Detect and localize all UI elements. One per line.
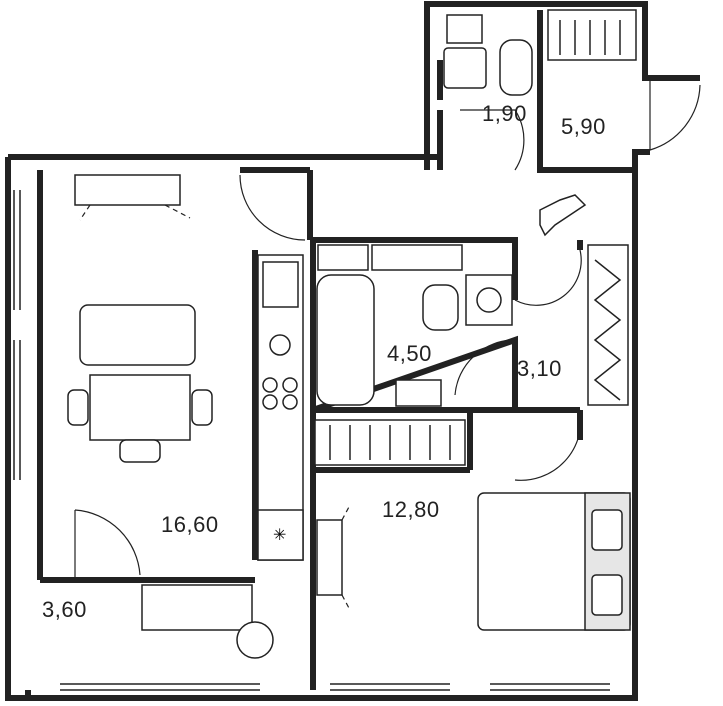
room-area-balcony: 3,60: [42, 597, 87, 622]
window-bottom: [60, 683, 610, 691]
kitchen-door: [239, 174, 306, 241]
kitchen-sink: [262, 261, 299, 308]
fridge: [257, 509, 304, 561]
bath-toilet: [422, 284, 459, 331]
balcony-table: [236, 621, 274, 659]
wc-wall: [437, 10, 635, 173]
wc-sink: [443, 47, 487, 89]
window-left: [13, 190, 21, 480]
room-area-living-kitchen: 16,60: [161, 512, 219, 537]
kitchen-wall: [240, 167, 313, 240]
bath-shelf: [317, 244, 369, 271]
bedroom-wall: [252, 250, 580, 690]
corridor-door: [454, 339, 516, 396]
sofa: [79, 304, 196, 366]
bathroom-door: [514, 249, 582, 306]
pet-icon: [539, 194, 587, 237]
room-area-wc: 1,90: [482, 101, 527, 126]
wardrobe-hall: [547, 9, 637, 61]
room-area-hall: 5,90: [561, 114, 606, 139]
wardrobe-corridor: [587, 244, 629, 406]
wc-cabinet: [446, 14, 483, 44]
tv-stand-bedroom: [316, 519, 343, 596]
wc-door: [460, 109, 525, 171]
dining-table: [89, 374, 191, 441]
balcony-door: [74, 509, 141, 578]
bath-sink: [395, 379, 442, 407]
snowflake-icon: ✳: [273, 527, 286, 544]
stove-burner: [269, 334, 291, 356]
room-area-corridor: 3,10: [517, 356, 562, 381]
bath-shelf-2: [371, 244, 463, 271]
bedroom-door: [514, 409, 582, 481]
bathroom-wall: [310, 237, 518, 413]
entrance-door: [649, 80, 701, 151]
pillow: [591, 574, 623, 616]
wc-toilet: [499, 39, 533, 96]
outer-wall: [5, 1, 700, 701]
inner-wall: [37, 170, 255, 583]
balcony-sofa: [141, 584, 253, 631]
tv-stand: [74, 174, 181, 206]
pillow: [591, 509, 623, 551]
bathtub: [316, 274, 375, 406]
washing-machine: [465, 274, 513, 326]
room-area-bathroom: 4,50: [387, 341, 432, 366]
room-area-bedroom: 12,80: [382, 497, 440, 522]
